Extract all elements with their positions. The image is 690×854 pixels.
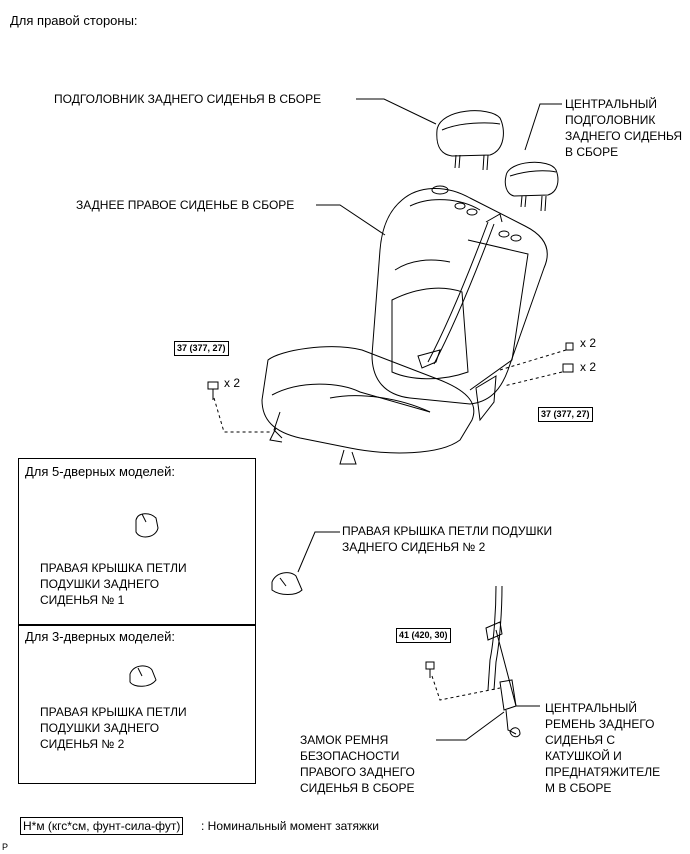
label-rear-right-seat: ЗАДНЕЕ ПРАВОЕ СИДЕНЬЕ В СБОРЕ [76,198,295,212]
leader-center-headrest [524,103,562,151]
label-hinge-cover-no2: ПРАВАЯ КРЫШКА ПЕТЛИ ПОДУШКИ ЗАДНЕГО СИДЕ… [342,524,553,554]
torque-badge-right: 37 (377, 27) [538,407,593,422]
variant-box-three-door [18,624,256,784]
hinge-cover-part [271,572,303,595]
bolt-right-bottom [562,363,574,373]
variant-box-five-door [18,458,256,626]
variant-five-door-title: Для 5-дверных моделей: [25,464,175,479]
footer-mark: P [2,842,9,852]
seat-cushion-part [261,346,475,465]
qty-left: x 2 [224,376,241,390]
center-belt-part [485,585,521,738]
qty-right-top: x 2 [580,336,597,350]
bolt-right-top [565,342,574,351]
bolt-left [207,381,219,400]
rear-headrest-part [436,110,504,171]
label-rear-headrest: ПОДГОЛОВНИК ЗАДНЕГО СИДЕНЬЯ В СБОРЕ [54,92,322,106]
hinge-cover-no2-icon [129,665,157,687]
variant-five-door-part: ПРАВАЯ КРЫШКА ПЕТЛИ ПОДУШКИ ЗАДНЕГО СИДЕ… [40,561,187,607]
qty-right-bottom: x 2 [580,360,597,374]
label-center-headrest: ЦЕНТРАЛЬНЫЙ ПОДГОЛОВНИК ЗАДНЕГО СИДЕНЬЯ … [565,97,683,159]
hinge-cover-no1-icon [135,513,159,538]
page-header: Для правой стороны: [10,13,138,28]
center-headrest-part [504,161,559,212]
variant-three-door-title: Для 3-дверных моделей: [25,629,175,644]
torque-badge-belt: 41 (420, 30) [396,628,451,643]
leader-hinge-cover [297,531,340,573]
leader-rear-right-seat [316,204,386,236]
seat-back-part [371,185,548,422]
legend-text: : Номинальный момент затяжки [201,819,379,833]
label-center-belt: ЦЕНТРАЛЬНЫЙ РЕМЕНЬ ЗАДНЕГО СИДЕНЬЯ С КАТ… [545,701,661,795]
legend-unit-box: Н*м (кгс*см, фунт-сила-фут) [20,817,184,835]
variant-three-door-part: ПРАВАЯ КРЫШКА ПЕТЛИ ПОДУШКИ ЗАДНЕГО СИДЕ… [40,705,187,751]
torque-badge-left: 37 (377, 27) [174,341,229,356]
label-buckle: ЗАМОК РЕМНЯ БЕЗОПАСНОСТИ ПРАВОГО ЗАДНЕГО… [300,733,415,795]
leader-rear-headrest [356,98,437,125]
leader-buckle [436,711,505,741]
bolt-belt [425,661,435,678]
leader-center-belt [495,629,540,707]
